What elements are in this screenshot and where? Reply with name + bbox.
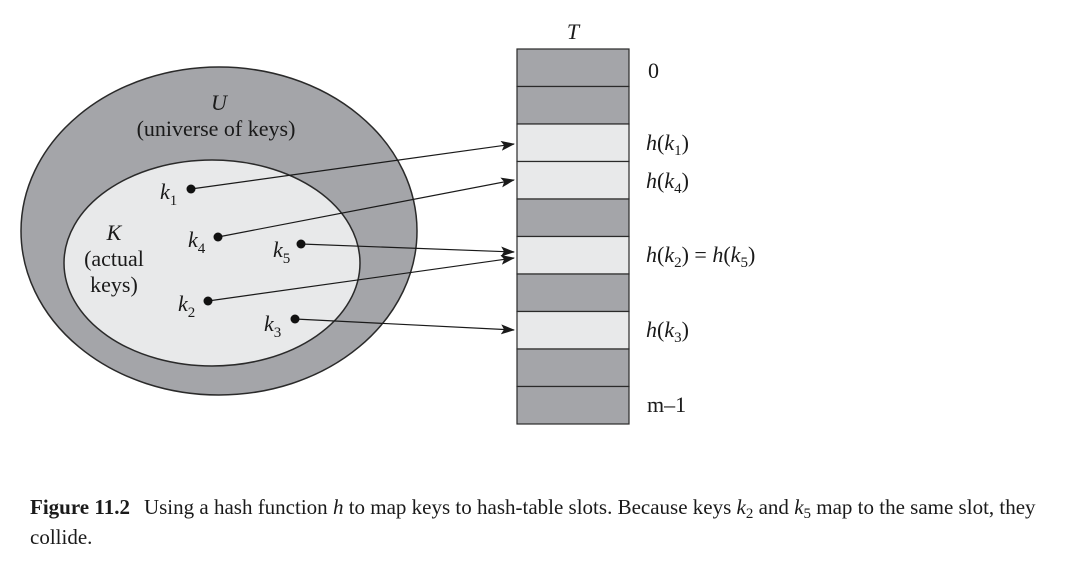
slot-label-first: 0 bbox=[648, 58, 659, 83]
table-slot-9 bbox=[516, 385, 630, 425]
arrow-k3 bbox=[294, 318, 515, 335]
key-dot-k3 bbox=[290, 314, 300, 324]
arrow-k2 bbox=[207, 254, 515, 302]
table-slot-3 bbox=[516, 160, 630, 200]
slot-label-h-k2-k5: h(k2) = h(k5) bbox=[646, 242, 755, 271]
key-dot-k4 bbox=[213, 232, 223, 242]
key-dot-k2 bbox=[203, 296, 213, 306]
table-slot-0 bbox=[516, 48, 630, 88]
hash-table bbox=[516, 48, 630, 425]
key-label-k5: k5 bbox=[273, 237, 290, 267]
actual-keys-line1: (actual bbox=[84, 246, 144, 271]
table-slot-1 bbox=[516, 85, 630, 125]
slot-label-h-k1: h(k1) bbox=[646, 130, 689, 159]
actual-keys-ellipse bbox=[63, 159, 361, 367]
key-label-k3: k3 bbox=[264, 311, 281, 341]
key-dot-k5 bbox=[296, 239, 306, 249]
slot-label-last: m–1 bbox=[647, 392, 686, 417]
slot-label-h-k3: h(k3) bbox=[646, 317, 689, 346]
table-slot-4 bbox=[516, 198, 630, 238]
key-dot-k1 bbox=[186, 184, 196, 194]
table-title: T bbox=[567, 19, 581, 44]
actual-keys-line2: keys) bbox=[90, 272, 138, 297]
hashing-diagram: U (universe of keys) K (actual keys) T 0… bbox=[20, 19, 755, 425]
figure-number: Figure 11.2 bbox=[30, 495, 130, 519]
actual-keys-symbol: K bbox=[106, 220, 123, 245]
arrow-k5 bbox=[300, 243, 515, 257]
table-slot-2 bbox=[516, 123, 630, 163]
table-slot-8 bbox=[516, 348, 630, 388]
arrow-k4 bbox=[217, 177, 515, 238]
universe-symbol: U bbox=[211, 90, 229, 115]
key-label-k2: k2 bbox=[178, 291, 195, 321]
arrows bbox=[190, 140, 515, 335]
arrow-k1 bbox=[190, 140, 515, 190]
table-slot-6 bbox=[516, 273, 630, 313]
table-slot-7 bbox=[516, 310, 630, 350]
slot-label-h-k4: h(k4) bbox=[646, 168, 689, 197]
table-slot-5 bbox=[516, 235, 630, 275]
universe-label: (universe of keys) bbox=[137, 116, 296, 141]
key-label-k4: k4 bbox=[188, 227, 206, 257]
key-label-k1: k1 bbox=[160, 179, 177, 209]
